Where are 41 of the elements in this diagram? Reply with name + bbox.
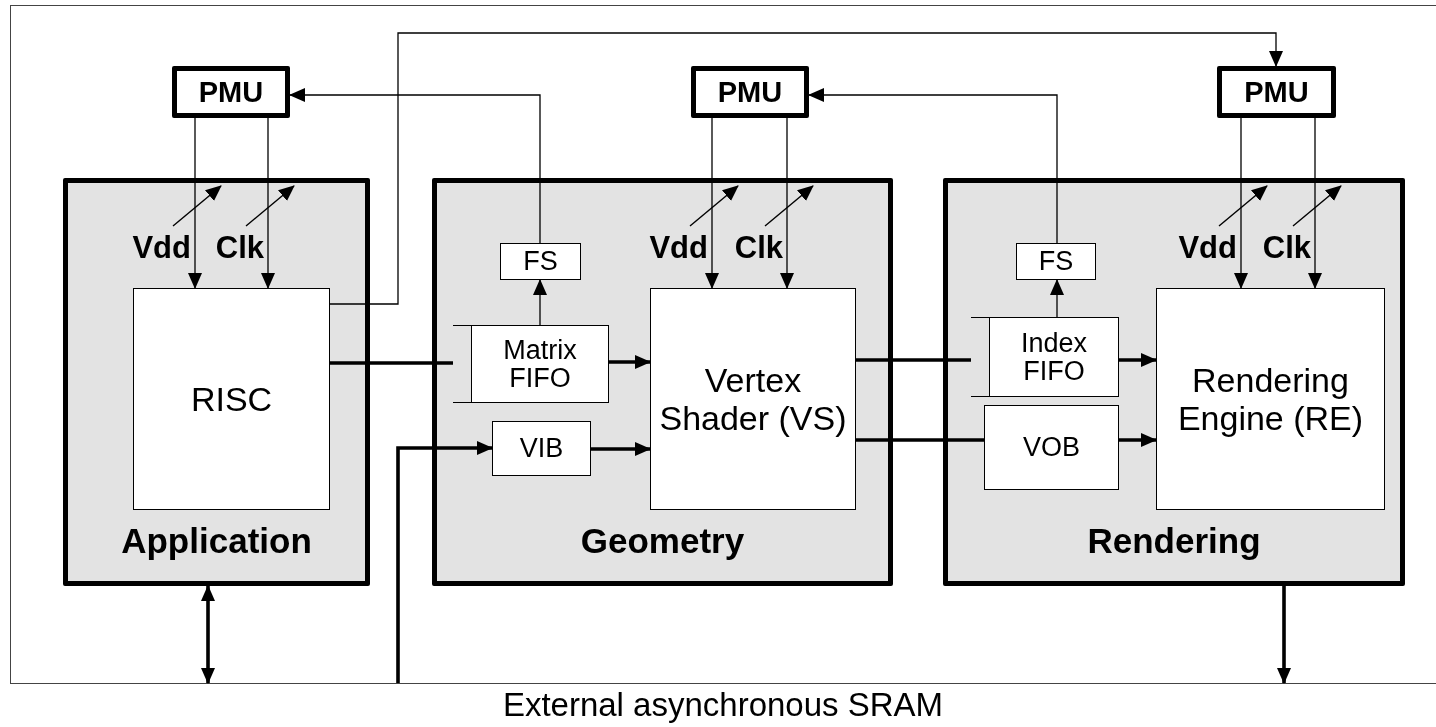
connector-arrow	[1234, 117, 1248, 289]
pmu-box: PMU	[691, 66, 809, 118]
signal-label: Clk	[733, 230, 783, 266]
pmu-box: PMU	[172, 66, 290, 118]
buffer-box: FS	[500, 243, 581, 280]
signal-label: Clk	[214, 230, 264, 266]
signal-label: Vdd	[1177, 230, 1237, 266]
connector-arrow	[808, 88, 1058, 244]
buffer-box: VIB	[492, 421, 591, 476]
connector-arrow	[1308, 117, 1322, 289]
connector-arrow	[609, 355, 651, 369]
connector-arrow	[289, 88, 541, 244]
buffer-box: VOB	[984, 405, 1119, 490]
connector-arrow	[396, 441, 493, 683]
signal-label: Vdd	[648, 230, 708, 266]
domain-label: Geometry	[579, 521, 746, 561]
processor-box: RISC	[133, 288, 330, 510]
connector-arrow	[705, 117, 719, 289]
connector-arrow	[1119, 433, 1157, 447]
connector-arrow	[201, 585, 215, 684]
domain-label: Application	[120, 521, 313, 561]
domain-panel	[432, 178, 893, 586]
signal-label: Vdd	[131, 230, 191, 266]
connector-arrow	[329, 32, 1283, 305]
processor-box: Rendering Engine (RE)	[1156, 288, 1385, 510]
processor-box: Vertex Shader (VS)	[650, 288, 856, 510]
connector-arrow	[1277, 586, 1291, 684]
connector-arrow	[780, 117, 794, 289]
connector-arrow	[188, 117, 202, 289]
connector-arrow	[261, 117, 275, 289]
connector-arrow	[1050, 279, 1064, 318]
memory-label: External asynchronous SRAM	[10, 683, 1436, 725]
connector-arrow	[1119, 353, 1157, 367]
pmu-box: PMU	[1217, 66, 1336, 118]
connector-arrow	[591, 442, 651, 456]
connector-arrow	[533, 279, 547, 326]
domain-panel	[63, 178, 370, 586]
domain-label: Rendering	[1086, 521, 1262, 561]
buffer-box: FS	[1016, 243, 1096, 280]
domain-panel	[943, 178, 1405, 586]
signal-label: Clk	[1261, 230, 1311, 266]
